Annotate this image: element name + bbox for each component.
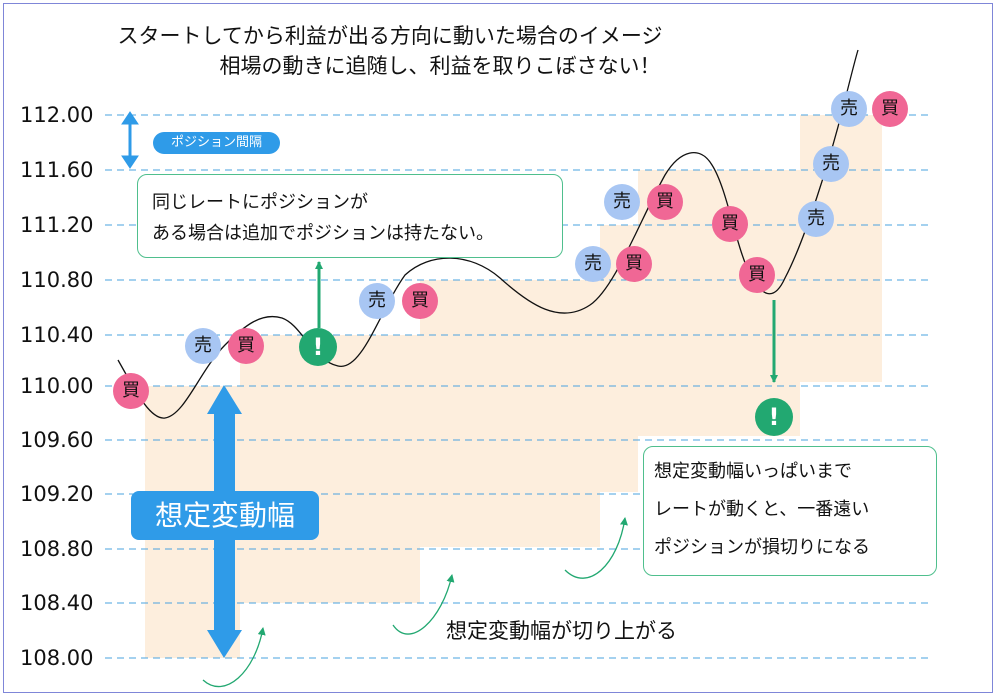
range-shift-label: 想定変動幅が切り上がる xyxy=(446,619,677,643)
buy-marker: 買 xyxy=(712,206,748,242)
buy-marker: 買 xyxy=(647,184,683,220)
sell-marker: 売 xyxy=(798,201,834,237)
shift-arrow xyxy=(202,627,266,687)
range-step xyxy=(240,335,420,603)
buy-marker: 買 xyxy=(113,373,149,409)
buy-marker: 買 xyxy=(739,257,775,293)
range-step xyxy=(420,280,600,547)
stop-loss-callout: 想定変動幅いっぱいまで レートが動くと、一番遠い ポジションが損切りになる xyxy=(643,446,937,576)
shift-arrow xyxy=(564,517,628,579)
shift-arrow xyxy=(392,574,455,635)
y-axis-label: 111.60 xyxy=(20,158,94,182)
y-axis-label: 112.00 xyxy=(20,103,94,127)
sell-marker: 売 xyxy=(359,283,395,319)
callout-line: 想定変動幅いっぱいまで xyxy=(654,461,852,482)
buy-marker: 買 xyxy=(872,91,908,127)
y-axis-label: 109.60 xyxy=(20,428,94,452)
sell-marker: 売 xyxy=(604,184,640,220)
diagram-frame xyxy=(3,3,993,693)
buy-marker: 買 xyxy=(228,328,264,364)
same-rate-callout: 同じレートにポジションが ある場合は追加でポジションは持たない。 xyxy=(137,174,563,258)
y-axis-label: 111.20 xyxy=(20,213,94,237)
warning-marker: ! xyxy=(299,328,337,366)
y-axis-label: 108.00 xyxy=(20,646,94,670)
callout-line: ある場合は追加でポジションは持たない。 xyxy=(152,223,494,244)
warning-marker: ! xyxy=(755,398,793,436)
buy-marker: 買 xyxy=(616,246,652,282)
y-axis-label: 110.80 xyxy=(20,268,94,292)
sell-marker: 売 xyxy=(831,91,867,127)
sell-marker: 売 xyxy=(575,246,611,282)
title-line-2: 相場の動きに追随し、利益を取りこぼさない！ xyxy=(219,54,661,78)
y-axis-label: 109.20 xyxy=(20,482,94,506)
y-axis-label: 108.80 xyxy=(20,537,94,561)
assumed-range-label: 想定変動幅 xyxy=(131,491,319,540)
position-interval-badge: ポジション間隔 xyxy=(153,132,280,154)
sell-marker: 売 xyxy=(185,328,221,364)
y-axis-label: 110.40 xyxy=(20,323,94,347)
y-axis-label: 110.00 xyxy=(20,374,94,398)
shift-curve-arrows xyxy=(202,517,628,687)
title-line-1: スタートしてから利益が出る方向に動いた場合のイメージ xyxy=(117,24,663,48)
position-interval-arrow xyxy=(121,111,139,169)
callout-line: 同じレートにポジションが xyxy=(152,192,368,213)
callout-line: レートが動くと、一番遠い xyxy=(654,499,870,520)
y-axis-label: 108.40 xyxy=(20,591,94,615)
buy-marker: 買 xyxy=(402,283,438,319)
sell-marker: 売 xyxy=(813,146,849,182)
callout-line: ポジションが損切りになる xyxy=(654,537,870,558)
